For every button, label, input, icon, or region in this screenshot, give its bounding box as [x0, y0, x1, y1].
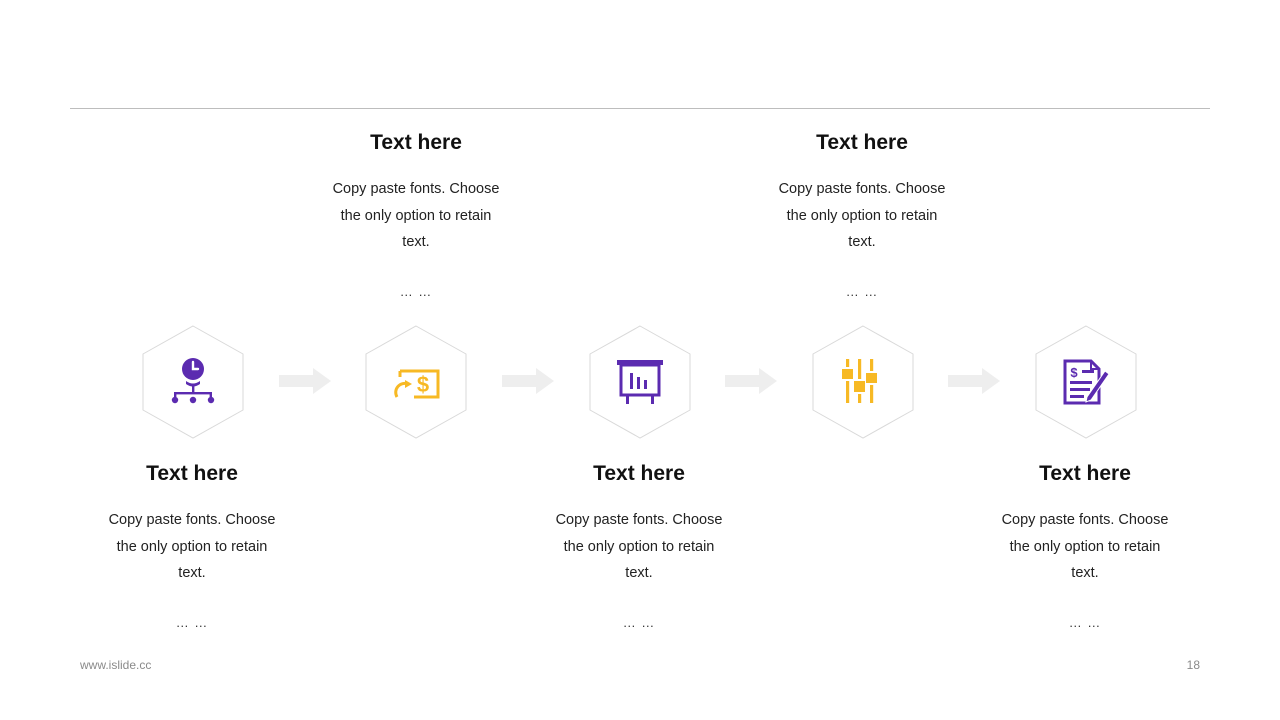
- step-1-hexagon: [142, 325, 244, 439]
- step-2-title: Text here: [370, 131, 462, 154]
- step-2-hexagon: $: [365, 325, 467, 439]
- step-3-hexagon: [589, 325, 691, 439]
- presentation-chart-icon: [615, 357, 665, 407]
- step-3-ellipsis: … …: [622, 614, 656, 630]
- step-1-ellipsis: … …: [175, 614, 209, 630]
- step-3-title: Text here: [593, 462, 685, 485]
- step-4-body: Copy paste fonts. Choose the only option…: [778, 181, 946, 250]
- step-5-hexagon: $: [1035, 325, 1137, 439]
- step-2-ellipsis: … …: [399, 283, 433, 299]
- step-4-ellipsis: … …: [845, 283, 879, 299]
- sliders-icon: [838, 357, 888, 407]
- svg-text:$: $: [1070, 365, 1078, 380]
- step-5-title: Text here: [1039, 462, 1131, 485]
- money-exchange-icon: $: [391, 357, 441, 407]
- footer-website: www.islide.cc: [80, 658, 152, 672]
- step-1-body: Copy paste fonts. Choose the only option…: [108, 512, 276, 581]
- step-1-title: Text here: [146, 462, 238, 485]
- step-5-text: Text here Copy paste fonts. Choose the o…: [965, 461, 1205, 630]
- page-number: 18: [1186, 658, 1200, 672]
- step-3-text: Text here Copy paste fonts. Choose the o…: [519, 461, 759, 630]
- step-5-body: Copy paste fonts. Choose the only option…: [1001, 512, 1169, 581]
- step-4-title: Text here: [816, 131, 908, 154]
- invoice-sign-icon: $: [1061, 357, 1111, 407]
- svg-text:$: $: [417, 372, 429, 397]
- step-2-body: Copy paste fonts. Choose the only option…: [332, 181, 500, 250]
- flow-arrow-1: [279, 368, 331, 394]
- flow-arrow-3: [725, 368, 777, 394]
- clock-network-icon: [168, 357, 218, 407]
- step-2-text: Text here Copy paste fonts. Choose the o…: [296, 130, 536, 299]
- top-divider: [70, 108, 1210, 109]
- step-5-ellipsis: … …: [1068, 614, 1102, 630]
- flow-arrow-4: [948, 368, 1000, 394]
- step-4-text: Text here Copy paste fonts. Choose the o…: [742, 130, 982, 299]
- step-3-body: Copy paste fonts. Choose the only option…: [555, 512, 723, 581]
- flow-arrow-2: [502, 368, 554, 394]
- step-4-hexagon: [812, 325, 914, 439]
- step-1-text: Text here Copy paste fonts. Choose the o…: [72, 461, 312, 630]
